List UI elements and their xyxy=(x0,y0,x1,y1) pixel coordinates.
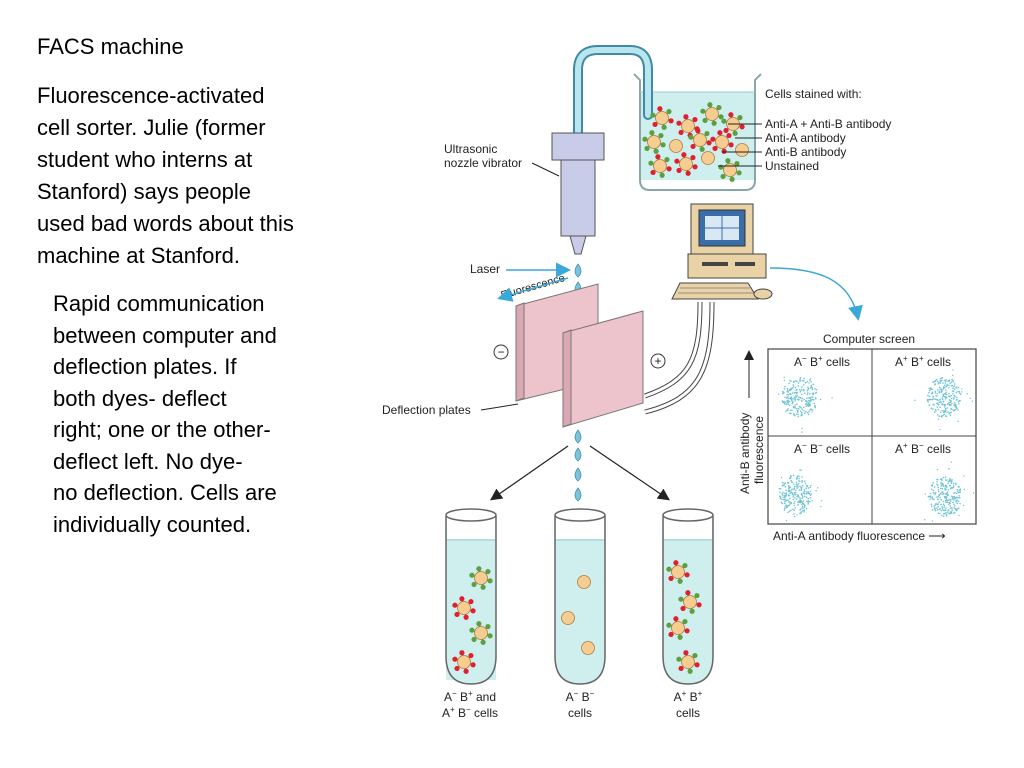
scatter-dots xyxy=(778,362,975,522)
intro-paragraph: Fluorescence-activated cell sorter. Juli… xyxy=(37,80,347,272)
tube-middle-label-line2: cells xyxy=(568,706,592,720)
legend-label-anti-b: Anti-B antibody xyxy=(765,145,846,159)
cell-icon xyxy=(700,102,724,126)
droplet xyxy=(574,487,582,502)
detail-line: between computer and xyxy=(53,322,277,348)
droplet xyxy=(574,447,582,462)
detail-line: deflection plates. If xyxy=(53,354,237,379)
computer-icon xyxy=(671,203,773,300)
intro-line: Stanford) says people xyxy=(37,179,252,204)
nozzle-label-line2: nozzle vibrator xyxy=(444,156,522,170)
legend-label-anti-a: Anti-A antibody xyxy=(765,131,846,145)
quadrant-top-right-label: A+ B+ cells xyxy=(895,354,951,369)
tube-left-label-line1: A− B+ and xyxy=(444,689,496,704)
negative-sign: − xyxy=(497,345,504,359)
cell-icon xyxy=(669,139,683,153)
sample-tube xyxy=(573,45,653,140)
deflection-plate-positive xyxy=(562,310,644,428)
detail-line: Rapid communication xyxy=(53,291,265,316)
droplet xyxy=(574,429,582,444)
detail-paragraph: Rapid communication between computer and… xyxy=(53,288,323,540)
nozzle-label-line1: Ultrasonic xyxy=(444,142,497,156)
y-axis-label-line1: Anti-B antibody xyxy=(738,413,752,494)
intro-line: student who interns at xyxy=(37,147,253,172)
nozzle-vibrator xyxy=(551,132,605,255)
cell-icon xyxy=(577,575,591,589)
cell-icon xyxy=(650,106,674,130)
quadrant-top-left-label: A− B+ cells xyxy=(794,354,850,369)
detail-line: deflect left. No dye- xyxy=(53,448,243,474)
detail-line: right; one or the other- xyxy=(53,417,271,442)
cell-icon xyxy=(676,650,700,674)
sort-left-arrow xyxy=(490,445,569,501)
cell-icon xyxy=(718,158,742,182)
cell-icon xyxy=(678,590,702,614)
cell-icon xyxy=(452,596,476,620)
cell-icon xyxy=(452,650,476,674)
tube-right-label-line1: A+ B+ xyxy=(674,689,703,704)
screen-title: Computer screen xyxy=(823,332,915,346)
tube-cells xyxy=(452,560,702,674)
beaker-heading: Cells stained with: xyxy=(765,87,862,101)
tube-right-label-line2: cells xyxy=(676,706,700,720)
intro-line: used bad words about this xyxy=(37,211,294,236)
legend-label-anti-a-anti-b: Anti-A + Anti-B antibody xyxy=(765,117,891,131)
x-axis-label: Anti-A antibody fluorescence ⟶ xyxy=(773,529,946,543)
slide-title: FACS machine xyxy=(37,34,184,59)
cell-icon xyxy=(469,566,493,590)
quadrant-bottom-left-label: A− B− cells xyxy=(794,441,850,456)
cell-icon xyxy=(710,130,734,154)
cell-icon xyxy=(666,560,690,584)
cell-icon xyxy=(674,152,698,176)
tube-left-label-line2: A+ B− cells xyxy=(442,705,498,720)
tube-middle-label-line1: A− B− xyxy=(566,689,595,704)
screen-arrow xyxy=(769,267,863,321)
droplet-stream xyxy=(574,263,582,502)
cell-icon xyxy=(648,154,672,178)
cell-icon xyxy=(666,616,690,640)
fluorescence-arrow xyxy=(497,277,569,302)
droplet xyxy=(574,263,582,278)
droplet xyxy=(574,467,582,482)
negative-charge-icon xyxy=(493,344,509,360)
cell-icon xyxy=(561,611,575,625)
cell-icon xyxy=(688,128,712,152)
intro-line: machine at Stanford. xyxy=(37,243,241,268)
deflection-plates-label: Deflection plates xyxy=(382,403,471,417)
cell-icon xyxy=(701,151,715,165)
y-axis-label-line2: fluorescence xyxy=(752,416,766,484)
cell-icon xyxy=(642,130,666,154)
cell-icon xyxy=(735,143,749,157)
detail-line: individually counted. xyxy=(53,511,252,537)
laser-label: Laser xyxy=(470,262,500,276)
legend-label-unstained: Unstained xyxy=(765,159,819,173)
detail-line: no deflection. Cells are xyxy=(53,480,277,505)
intro-line: Fluorescence-activated xyxy=(37,83,265,108)
cell-icon xyxy=(581,641,595,655)
sort-right-arrow xyxy=(589,445,670,501)
beaker-glass xyxy=(633,73,762,191)
positive-charge-icon xyxy=(650,353,666,369)
intro-line: cell sorter. Julie (former xyxy=(37,115,266,140)
positive-sign: + xyxy=(654,354,661,368)
cell-icon xyxy=(469,621,493,645)
quadrant-bottom-right-label: A+ B− cells xyxy=(895,441,951,456)
detail-line: both dyes- deflect xyxy=(53,385,227,411)
test-tube-middle xyxy=(554,508,606,685)
